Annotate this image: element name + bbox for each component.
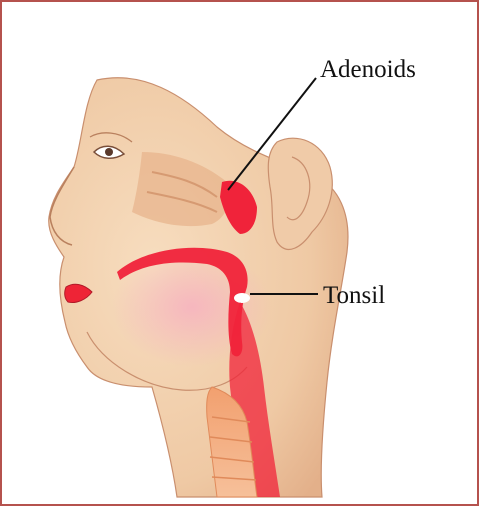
eye-pupil xyxy=(105,148,113,156)
adenoids-label: Adenoids xyxy=(320,57,416,82)
tonsil-label: Tonsil xyxy=(323,283,385,308)
tonsil-highlight xyxy=(234,293,250,303)
